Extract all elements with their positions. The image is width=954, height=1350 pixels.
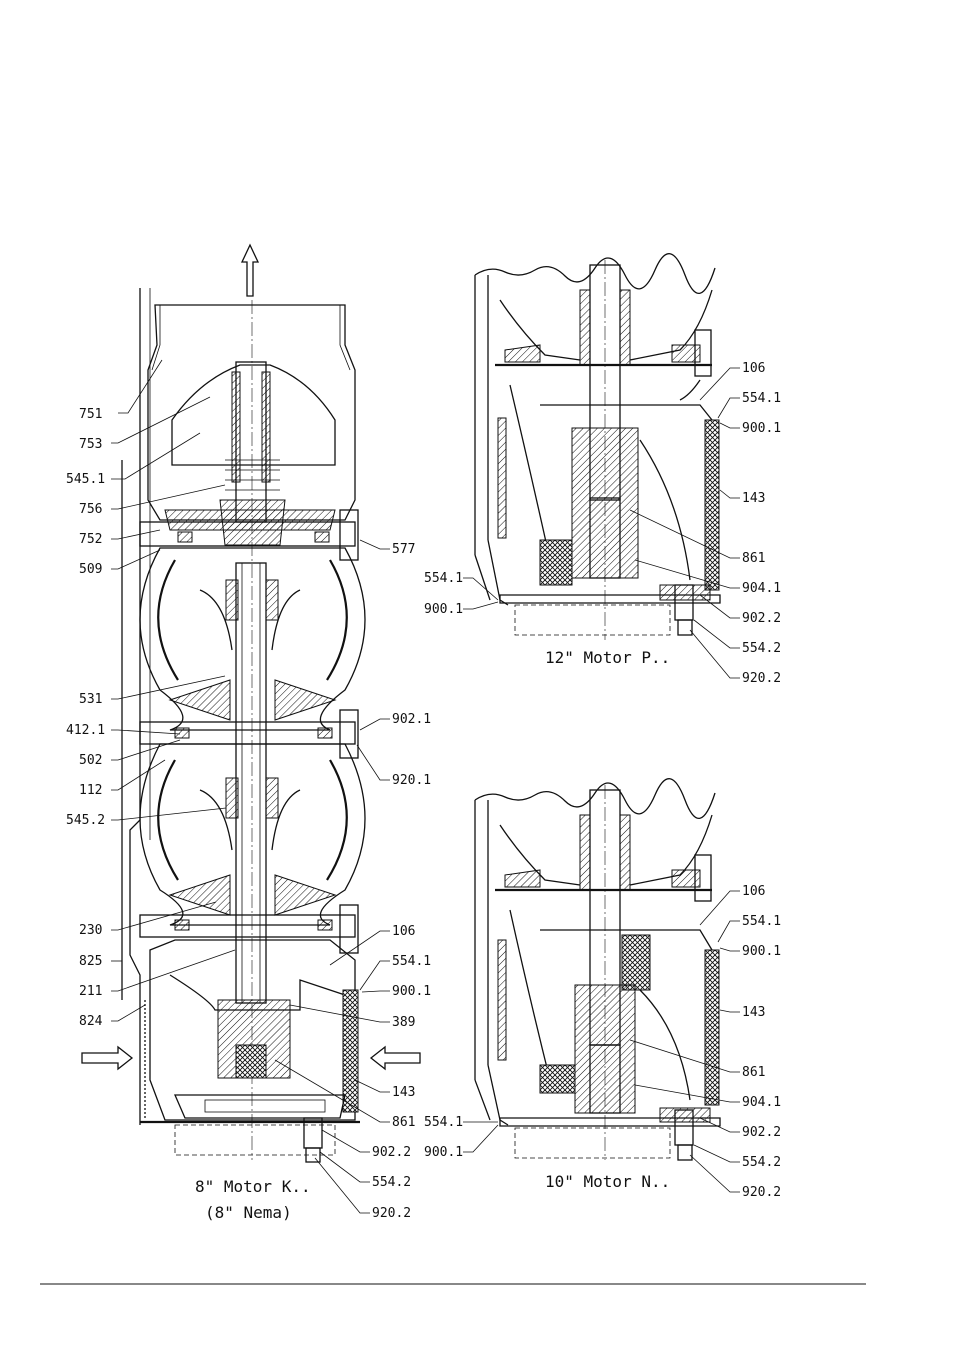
label-824: 824	[79, 1014, 103, 1029]
label-752: 752	[79, 532, 102, 547]
label-12-554-1-right: 554.1	[742, 391, 781, 406]
label-12-900-1-right: 900.1	[742, 421, 781, 436]
label-10-861: 861	[742, 1065, 765, 1080]
label-12-106: 106	[742, 361, 765, 376]
label-756: 756	[79, 502, 102, 517]
label-753: 753	[79, 437, 102, 452]
label-10-106: 106	[742, 884, 765, 899]
caption-8-inch-nema: (8" Nema)	[205, 1203, 292, 1222]
label-751: 751	[79, 407, 102, 422]
label-10-554-1-left: 554.1	[424, 1115, 463, 1130]
label-10-904-1: 904.1	[742, 1095, 781, 1110]
pump-8-inch-drawing	[82, 245, 420, 1162]
label-554-2: 554.2	[372, 1175, 411, 1190]
label-10-554-1-right: 554.1	[742, 914, 781, 929]
label-12-904-1: 904.1	[742, 581, 781, 596]
label-412-1: 412.1	[66, 723, 105, 738]
label-920-2: 920.2	[372, 1206, 411, 1221]
label-545-2: 545.2	[66, 813, 105, 828]
label-12-920-2: 920.2	[742, 671, 781, 686]
label-509: 509	[79, 562, 102, 577]
label-825: 825	[79, 954, 102, 969]
label-502: 502	[79, 753, 102, 768]
pump-10-inch-drawing	[475, 779, 720, 1160]
label-12-861: 861	[742, 551, 765, 566]
label-12-554-1-left: 554.1	[424, 571, 463, 586]
outlet-arrow-icon	[242, 245, 258, 296]
label-861: 861	[392, 1115, 415, 1130]
label-577: 577	[392, 542, 415, 557]
label-211: 211	[79, 984, 102, 999]
label-902-2: 902.2	[372, 1145, 411, 1160]
label-389: 389	[392, 1015, 415, 1030]
label-143: 143	[392, 1085, 415, 1100]
label-10-900-1-right: 900.1	[742, 944, 781, 959]
label-531: 531	[79, 692, 102, 707]
inlet-arrow-right-icon	[371, 1047, 420, 1069]
label-10-143: 143	[742, 1005, 765, 1020]
label-10-900-1-left: 900.1	[424, 1145, 463, 1160]
label-12-900-1-left: 900.1	[424, 602, 463, 617]
label-112: 112	[79, 783, 102, 798]
label-920-1: 920.1	[392, 773, 431, 788]
label-106: 106	[392, 924, 415, 939]
caption-8-inch-motor: 8" Motor K..	[195, 1177, 311, 1196]
label-12-902-2: 902.2	[742, 611, 781, 626]
label-10-920-2: 920.2	[742, 1185, 781, 1200]
label-230: 230	[79, 923, 102, 938]
caption-10-inch-motor: 10" Motor N..	[545, 1172, 670, 1191]
label-902-1: 902.1	[392, 712, 431, 727]
inlet-arrow-left-icon	[82, 1047, 132, 1069]
label-12-554-2: 554.2	[742, 641, 781, 656]
caption-12-inch-motor: 12" Motor P..	[545, 648, 670, 667]
label-545-1: 545.1	[66, 472, 105, 487]
label-900-1: 900.1	[392, 984, 431, 999]
label-554-1: 554.1	[392, 954, 431, 969]
label-12-143: 143	[742, 491, 765, 506]
label-10-902-2: 902.2	[742, 1125, 781, 1140]
pump-12-inch-drawing	[475, 254, 720, 640]
label-10-554-2: 554.2	[742, 1155, 781, 1170]
